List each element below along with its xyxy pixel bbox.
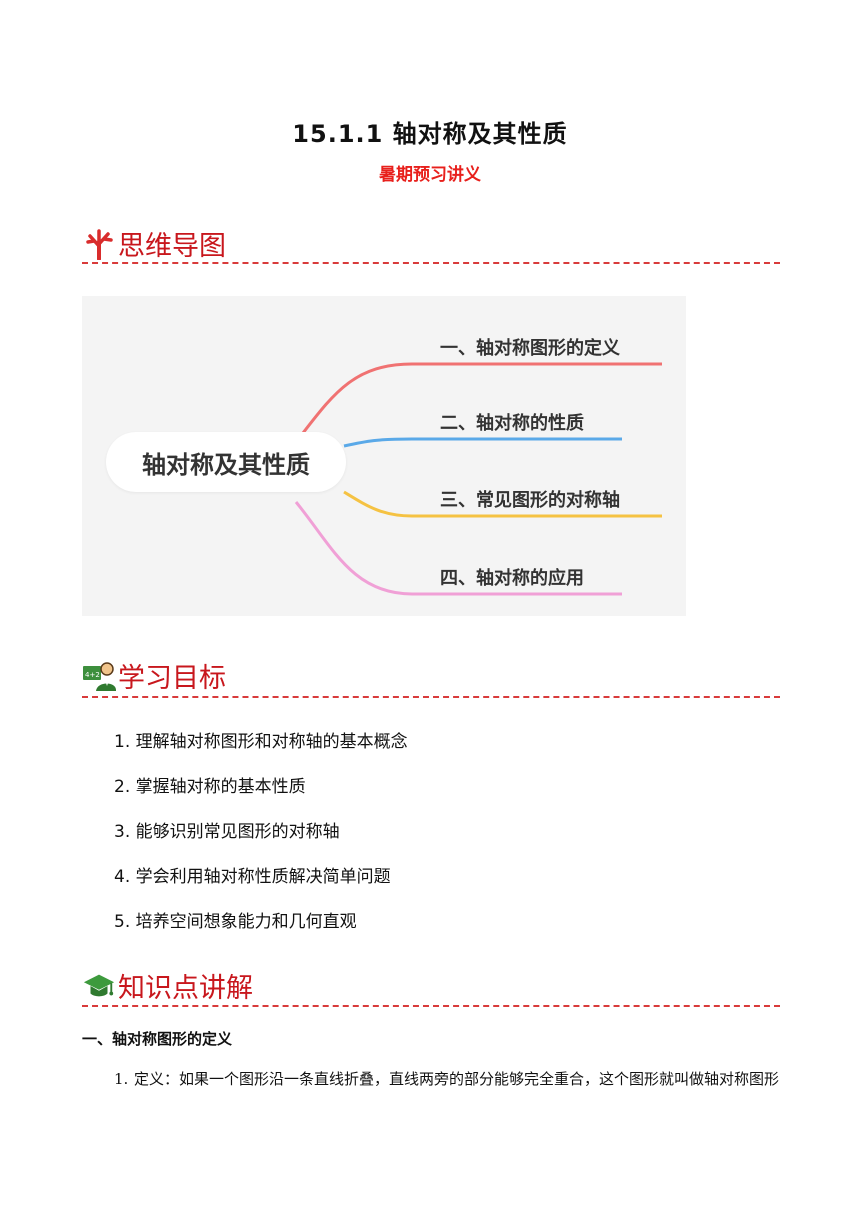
mind-map-center-node: 轴对称及其性质	[106, 432, 346, 492]
goal-item: 3. 能够识别常见图形的对称轴	[114, 822, 340, 842]
graduation-cap-icon	[82, 969, 116, 1003]
tree-icon	[82, 227, 116, 261]
goals-section-heading: 4+2 学习目标	[82, 656, 226, 695]
branch-line-1	[294, 362, 662, 443]
section-divider	[82, 262, 780, 264]
mind-map: 轴对称及其性质 一、轴对称图形的定义 二、轴对称的性质 三、常见图形的对称轴 四…	[82, 296, 686, 616]
teacher-icon: 4+2	[82, 659, 116, 693]
goal-item: 5. 培养空间想象能力和几何直观	[114, 912, 357, 932]
mind-map-branch-3: 三、常见图形的对称轴	[440, 490, 620, 511]
knowledge-subheading: 一、轴对称图形的定义	[82, 1030, 233, 1048]
goal-item: 1. 理解轴对称图形和对称轴的基本概念	[114, 732, 408, 752]
mindmap-heading-text: 思维导图	[118, 231, 226, 262]
knowledge-section-heading: 知识点讲解	[82, 966, 253, 1005]
section-divider	[82, 696, 780, 698]
mind-map-lines	[294, 362, 662, 596]
goal-item: 2. 掌握轴对称的基本性质	[114, 777, 306, 797]
branch-line-4	[294, 501, 622, 596]
section-divider	[82, 1005, 780, 1007]
svg-text:4+2: 4+2	[85, 671, 100, 679]
definition-number: 1.	[114, 1070, 129, 1088]
goals-heading-text: 学习目标	[118, 663, 226, 694]
mind-map-branch-2: 二、轴对称的性质	[440, 413, 584, 434]
mind-map-branch-1: 一、轴对称图形的定义	[440, 338, 620, 359]
learning-goals-list: 1. 理解轴对称图形和对称轴的基本概念 2. 掌握轴对称的基本性质 3. 能够识…	[114, 730, 408, 955]
knowledge-heading-text: 知识点讲解	[118, 973, 253, 1004]
branch-line-3	[343, 490, 662, 518]
document-subtitle: 暑期预习讲义	[379, 165, 481, 185]
mind-map-branch-4: 四、轴对称的应用	[440, 568, 584, 589]
goal-item: 4. 学会利用轴对称性质解决简单问题	[114, 867, 391, 887]
definition-text: 定义：如果一个图形沿一条直线折叠，直线两旁的部分能够完全重合，这个图形就叫做轴对…	[134, 1070, 780, 1088]
definition-item: 1. 定义：如果一个图形沿一条直线折叠，直线两旁的部分能够完全重合，这个图形就叫…	[114, 1068, 784, 1091]
mindmap-section-heading: 思维导图	[82, 224, 226, 263]
document-title: 15.1.1 轴对称及其性质	[292, 120, 568, 148]
branch-line-2	[343, 437, 622, 448]
